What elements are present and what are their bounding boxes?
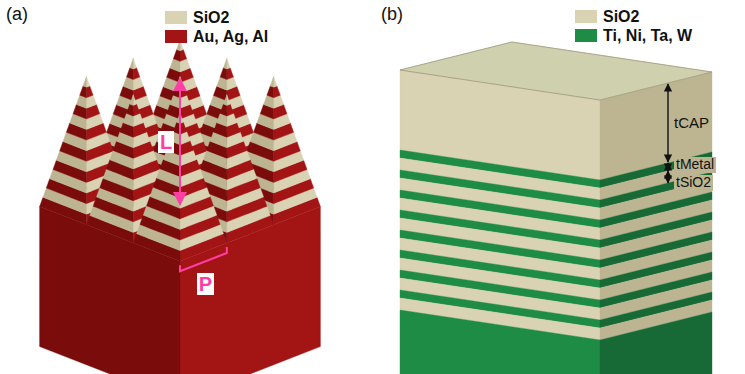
face bbox=[227, 95, 230, 106]
face bbox=[227, 104, 234, 116]
face bbox=[600, 312, 712, 374]
legend-swatch bbox=[165, 30, 187, 43]
face bbox=[130, 58, 133, 69]
face bbox=[220, 68, 227, 80]
face bbox=[80, 86, 87, 98]
face bbox=[86, 77, 89, 88]
face bbox=[133, 95, 136, 106]
face bbox=[133, 104, 140, 116]
pyramid-array bbox=[40, 40, 321, 374]
face bbox=[223, 58, 226, 69]
height-arrow bbox=[179, 79, 181, 205]
face bbox=[180, 207, 320, 374]
dimension-label: P bbox=[197, 273, 214, 295]
face bbox=[40, 207, 180, 374]
legend-text: SiO2 bbox=[603, 8, 639, 26]
face bbox=[180, 49, 187, 61]
face bbox=[227, 68, 234, 80]
face bbox=[274, 86, 281, 98]
face bbox=[127, 68, 134, 80]
face bbox=[180, 122, 187, 134]
face bbox=[267, 86, 274, 98]
face bbox=[86, 86, 93, 98]
dimension-marks bbox=[180, 79, 668, 272]
legend-text: SiO2 bbox=[193, 9, 229, 27]
legend-text: Au, Ag, Al bbox=[193, 28, 268, 46]
face bbox=[400, 310, 600, 374]
metal-thickness-arrow bbox=[667, 163, 668, 171]
face bbox=[173, 86, 180, 98]
panel-label: (b) bbox=[381, 5, 403, 25]
panel-label: (a) bbox=[6, 5, 28, 25]
face bbox=[173, 122, 180, 134]
top-edge bbox=[400, 42, 712, 100]
face bbox=[133, 58, 136, 69]
face bbox=[130, 95, 133, 106]
dimension-label: tMetal bbox=[674, 157, 716, 172]
legend-swatch bbox=[165, 11, 187, 24]
dimension-label: L bbox=[158, 131, 174, 153]
face bbox=[220, 104, 227, 116]
cap-thickness-arrow bbox=[667, 84, 668, 162]
face bbox=[274, 77, 277, 88]
face bbox=[400, 42, 712, 100]
face bbox=[173, 49, 180, 61]
multilayer-stack bbox=[400, 42, 712, 374]
legend-swatch bbox=[575, 29, 597, 42]
face bbox=[133, 68, 140, 80]
face bbox=[270, 77, 273, 88]
face bbox=[127, 104, 134, 116]
dimension-label: tSiO2 bbox=[674, 175, 713, 190]
face bbox=[223, 95, 226, 106]
period-bracket bbox=[180, 247, 227, 271]
face bbox=[227, 58, 230, 69]
dimension-label: tCAP bbox=[674, 115, 709, 132]
oxide-thickness-arrow bbox=[667, 171, 668, 183]
face bbox=[180, 86, 187, 98]
legend-swatch bbox=[575, 10, 597, 23]
legend-text: Ti, Ni, Ta, W bbox=[603, 27, 692, 45]
face bbox=[83, 77, 86, 88]
